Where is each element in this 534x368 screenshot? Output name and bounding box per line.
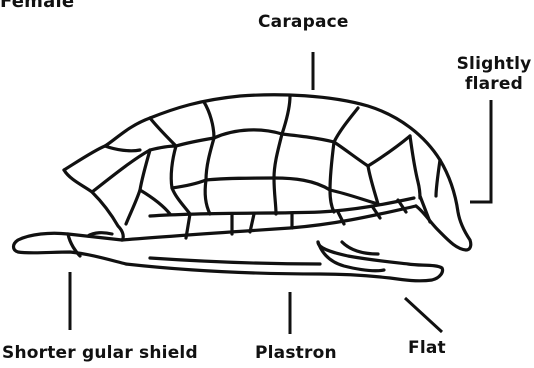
front-lower-scute xyxy=(126,150,150,224)
carapace-label: Carapace xyxy=(258,12,349,32)
front-head-scute xyxy=(92,146,176,192)
costal-scute-3 xyxy=(330,142,334,212)
plastron-label: Plastron xyxy=(255,343,337,363)
costal-scute-4 xyxy=(368,166,378,204)
vertebral-scute-4 xyxy=(334,136,410,166)
vertebral-scute-1 xyxy=(150,102,214,146)
rear-marginal-scute-2 xyxy=(330,190,378,204)
vertebral-scute-2 xyxy=(214,96,290,138)
front-marginal-scute-2 xyxy=(172,180,206,188)
costal-scute-rear xyxy=(436,160,440,196)
costal-scute-5 xyxy=(410,136,420,198)
costal-scute-front xyxy=(171,146,190,214)
carapace-front-edge xyxy=(64,170,123,240)
flared-leader-line xyxy=(470,100,491,202)
slightly-flared-label: Slightly flared xyxy=(454,54,534,94)
rear-marginal-scute xyxy=(274,178,330,190)
flat-label: Flat xyxy=(408,338,446,358)
carapace-outline xyxy=(64,95,471,250)
front-marginal-scute xyxy=(140,190,170,214)
mid-marginal-scute xyxy=(206,178,274,180)
vertebral-scute-3 xyxy=(282,108,358,142)
costal-scute-2 xyxy=(274,134,282,214)
shorter-gular-shield-label: Shorter gular shield xyxy=(2,343,198,363)
front-leg xyxy=(88,233,112,236)
flat-leader-line xyxy=(405,298,442,332)
plastron-outline xyxy=(126,242,443,281)
costal-scute-1 xyxy=(205,138,214,214)
hind-leg-claw xyxy=(342,242,378,254)
plastron-inner-line xyxy=(150,258,320,264)
nuchal-scute xyxy=(105,146,140,151)
